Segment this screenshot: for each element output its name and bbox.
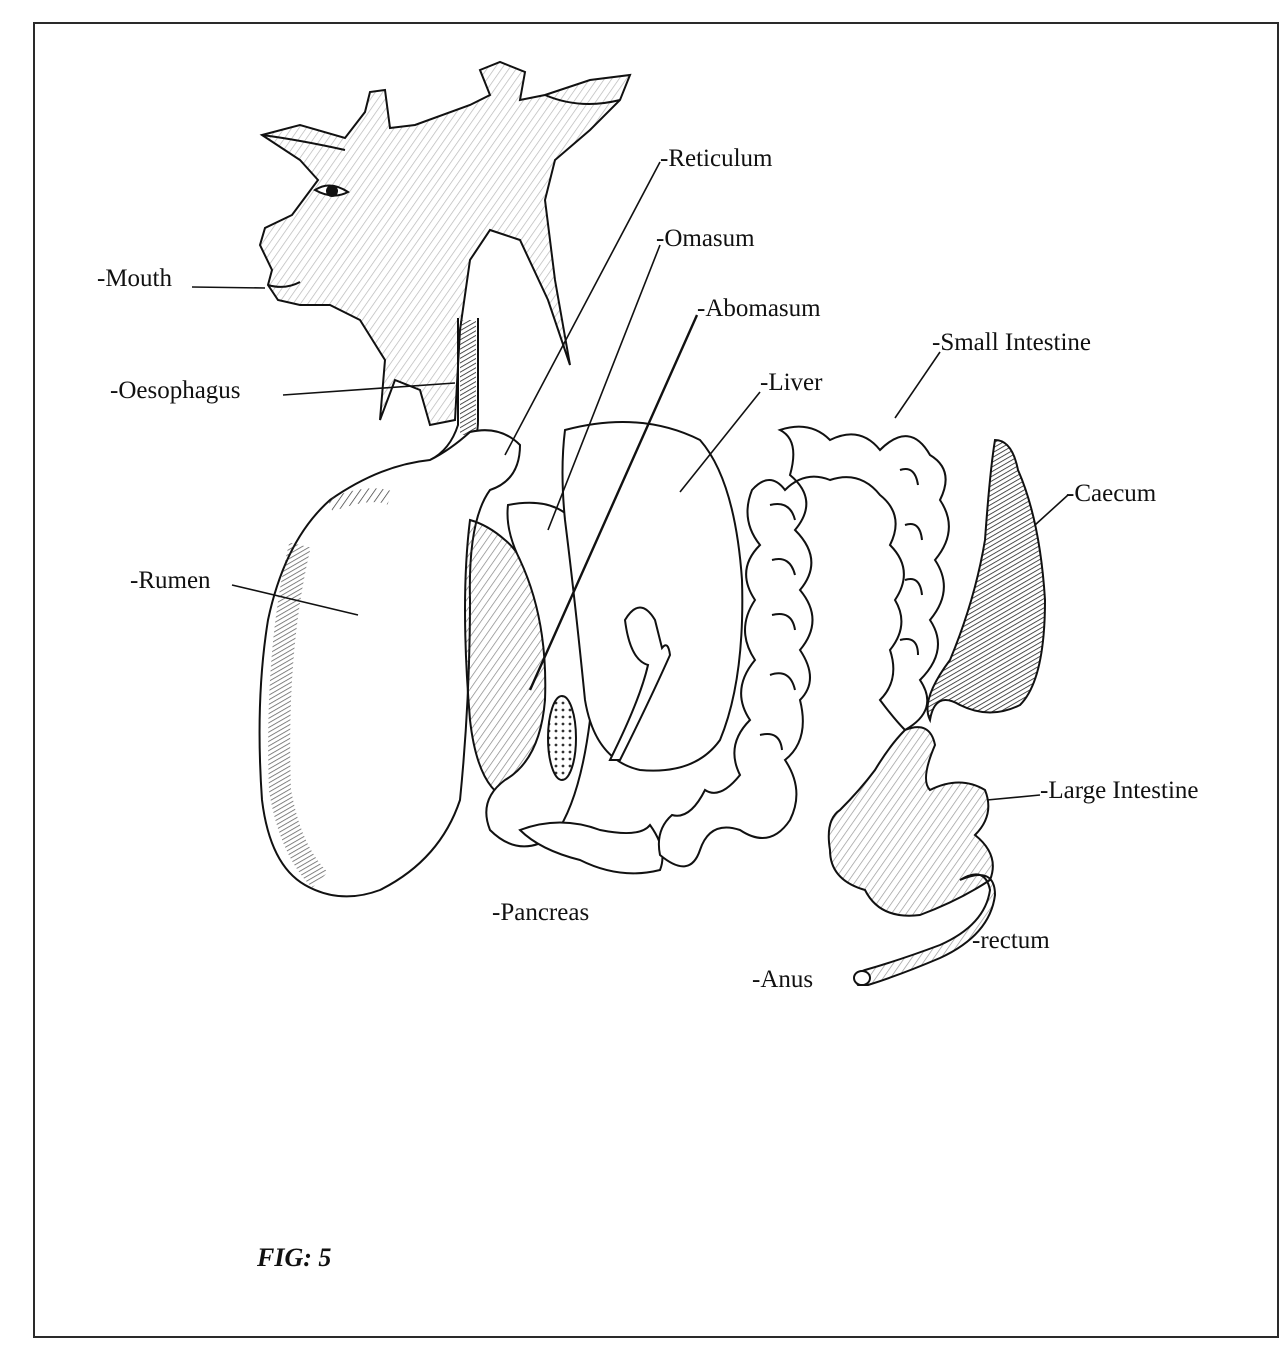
- abomasum-organ: [563, 422, 743, 771]
- caecum-leader: [1035, 495, 1068, 525]
- duodenum: [520, 823, 662, 874]
- label-omasum: -Omasum: [656, 226, 755, 251]
- label-caecum: -Caecum: [1066, 481, 1156, 506]
- label-liver: -Liver: [760, 370, 822, 395]
- goat-head-outline: [260, 62, 630, 425]
- figure-caption: FIG: 5: [257, 1243, 331, 1273]
- label-small-intestine: -Small Intestine: [932, 330, 1091, 355]
- pancreas-organ: [548, 696, 576, 780]
- label-pancreas: -Pancreas: [492, 900, 589, 925]
- label-reticulum: -Reticulum: [660, 146, 772, 171]
- anus-opening: [854, 971, 870, 985]
- large-intestine-leader: [987, 795, 1040, 800]
- small-intestine-leader: [895, 352, 940, 418]
- mouth-leader: [192, 287, 265, 288]
- label-rumen: -Rumen: [130, 568, 211, 593]
- large-intestine-organ: [829, 727, 995, 985]
- goat-head: [260, 62, 630, 425]
- label-abomasum: -Abomasum: [697, 296, 821, 321]
- label-oesophagus: -Oesophagus: [110, 378, 241, 403]
- label-rectum: -rectum: [972, 928, 1050, 953]
- label-mouth: -Mouth: [97, 266, 172, 291]
- label-large-intestine: -Large Intestine: [1040, 778, 1199, 803]
- label-anus: -Anus: [752, 967, 813, 992]
